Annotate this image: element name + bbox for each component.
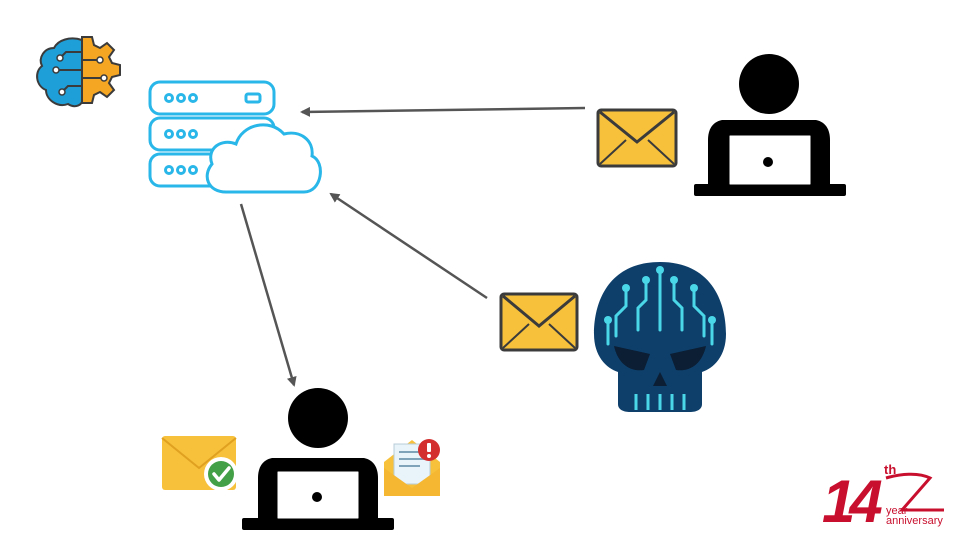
anniversary-logo: 14 th year anniversary	[822, 462, 944, 535]
arrows	[239, 106, 586, 387]
envelope-check-icon	[161, 436, 238, 491]
hacker-skull-icon	[594, 262, 726, 412]
legit-email-envelope-icon	[596, 108, 678, 168]
recipient-person-icon	[242, 388, 394, 530]
logo-number: 14	[822, 468, 882, 535]
logo-line1: year	[886, 505, 908, 517]
brain-gear-icon	[36, 36, 121, 108]
logo-line2: anniversary	[886, 515, 943, 527]
malicious-email-envelope-icon	[499, 292, 579, 352]
arrow-attacker-to-server	[329, 192, 488, 300]
arrow-sender-to-server	[300, 106, 586, 117]
arrow-server-to-recipient	[239, 203, 297, 387]
server-cloud-icon	[148, 80, 322, 194]
logo-superscript: th	[884, 462, 896, 477]
logo-swoosh	[885, 472, 944, 512]
open-envelope-alert-icon	[384, 439, 440, 496]
sender-person-icon	[694, 54, 846, 196]
